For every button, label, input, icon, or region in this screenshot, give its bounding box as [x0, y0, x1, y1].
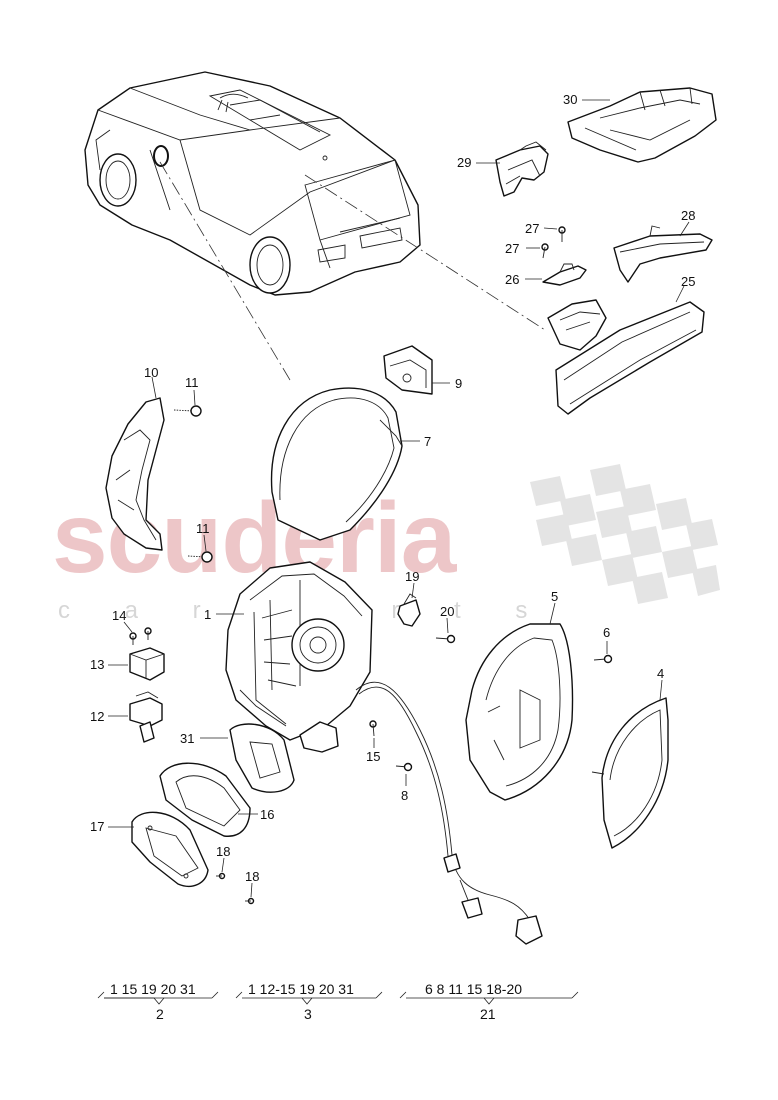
callout-28: 28 [681, 208, 695, 223]
callout-15: 15 [366, 749, 380, 764]
callout-6: 6 [603, 625, 610, 640]
part-17 [108, 811, 209, 888]
callout-18a: 18 [216, 844, 230, 859]
callout-4: 4 [657, 666, 664, 681]
legend-group-number: 2 [156, 1006, 164, 1022]
callout-10: 10 [144, 365, 158, 380]
callout-31: 31 [180, 731, 194, 746]
callout-13: 13 [90, 657, 104, 672]
callout-20: 20 [440, 604, 454, 619]
callout-19: 19 [405, 569, 419, 584]
part-12 [108, 691, 163, 743]
legend-items: 1 15 19 20 31 [110, 981, 196, 997]
part-5-mirror-frame [465, 602, 574, 801]
part-4-mirror-glass [591, 679, 669, 849]
mirror-cable [299, 681, 543, 945]
part-8-screw [395, 762, 413, 786]
part-20 [435, 617, 456, 644]
part-27-screws [526, 226, 566, 259]
callout-8: 8 [401, 788, 408, 803]
part-13 [108, 647, 165, 681]
callout-7: 7 [424, 434, 431, 449]
callout-labels: 30 29 27 27 26 28 25 9 7 10 11 11 19 20 … [90, 92, 695, 884]
part-9 [383, 345, 450, 395]
callout-25: 25 [681, 274, 695, 289]
vehicle-illustration [84, 71, 546, 381]
callout-30: 30 [563, 92, 577, 107]
legend-group-21: 6 8 11 15 18-20 21 [399, 981, 579, 1022]
watermark: scuderia c a r p a r t s [52, 464, 720, 624]
callout-16: 16 [260, 807, 274, 822]
callout-27a: 27 [525, 221, 539, 236]
callout-1: 1 [204, 607, 211, 622]
part-18-screws [216, 857, 255, 905]
checkered-flag-graphic [530, 464, 720, 604]
legend-group-number: 21 [480, 1006, 496, 1022]
legend-items: 1 12-15 19 20 31 [248, 981, 354, 997]
part-16 [159, 762, 258, 837]
part-6-screw [593, 641, 613, 664]
part-31 [200, 723, 295, 793]
part-30 [567, 87, 717, 163]
callout-5: 5 [551, 589, 558, 604]
part-26 [525, 263, 587, 286]
legend-items: 6 8 11 15 18-20 [425, 981, 522, 997]
part-7-mirror-cover [270, 387, 420, 541]
part-10 [105, 376, 165, 551]
part-25-interior-mirror [547, 285, 705, 415]
callout-18b: 18 [245, 869, 259, 884]
callout-9: 9 [455, 376, 462, 391]
part-15-screw [369, 720, 377, 748]
part-14 [123, 621, 152, 645]
mirror-location-marker [153, 145, 169, 167]
legend-group-number: 3 [304, 1006, 312, 1022]
legend-group-3: 1 12-15 19 20 31 3 [235, 981, 383, 1022]
callout-14: 14 [112, 608, 126, 623]
part-29 [476, 141, 549, 197]
callout-11b: 11 [196, 521, 210, 536]
part-1-mirror-housing [216, 561, 373, 741]
callout-17: 17 [90, 819, 104, 834]
part-19 [397, 582, 421, 627]
callout-12: 12 [90, 709, 104, 724]
legend-group-2: 1 15 19 20 31 2 [97, 981, 219, 1022]
callout-11a: 11 [185, 375, 199, 390]
part-11-screws [173, 389, 213, 563]
callout-29: 29 [457, 155, 471, 170]
callout-26: 26 [505, 272, 519, 287]
part-28 [613, 221, 713, 283]
assembly-legend: 1 15 19 20 31 2 1 12-15 19 20 31 3 6 8 1… [97, 981, 579, 1022]
callout-27b: 27 [505, 241, 519, 256]
